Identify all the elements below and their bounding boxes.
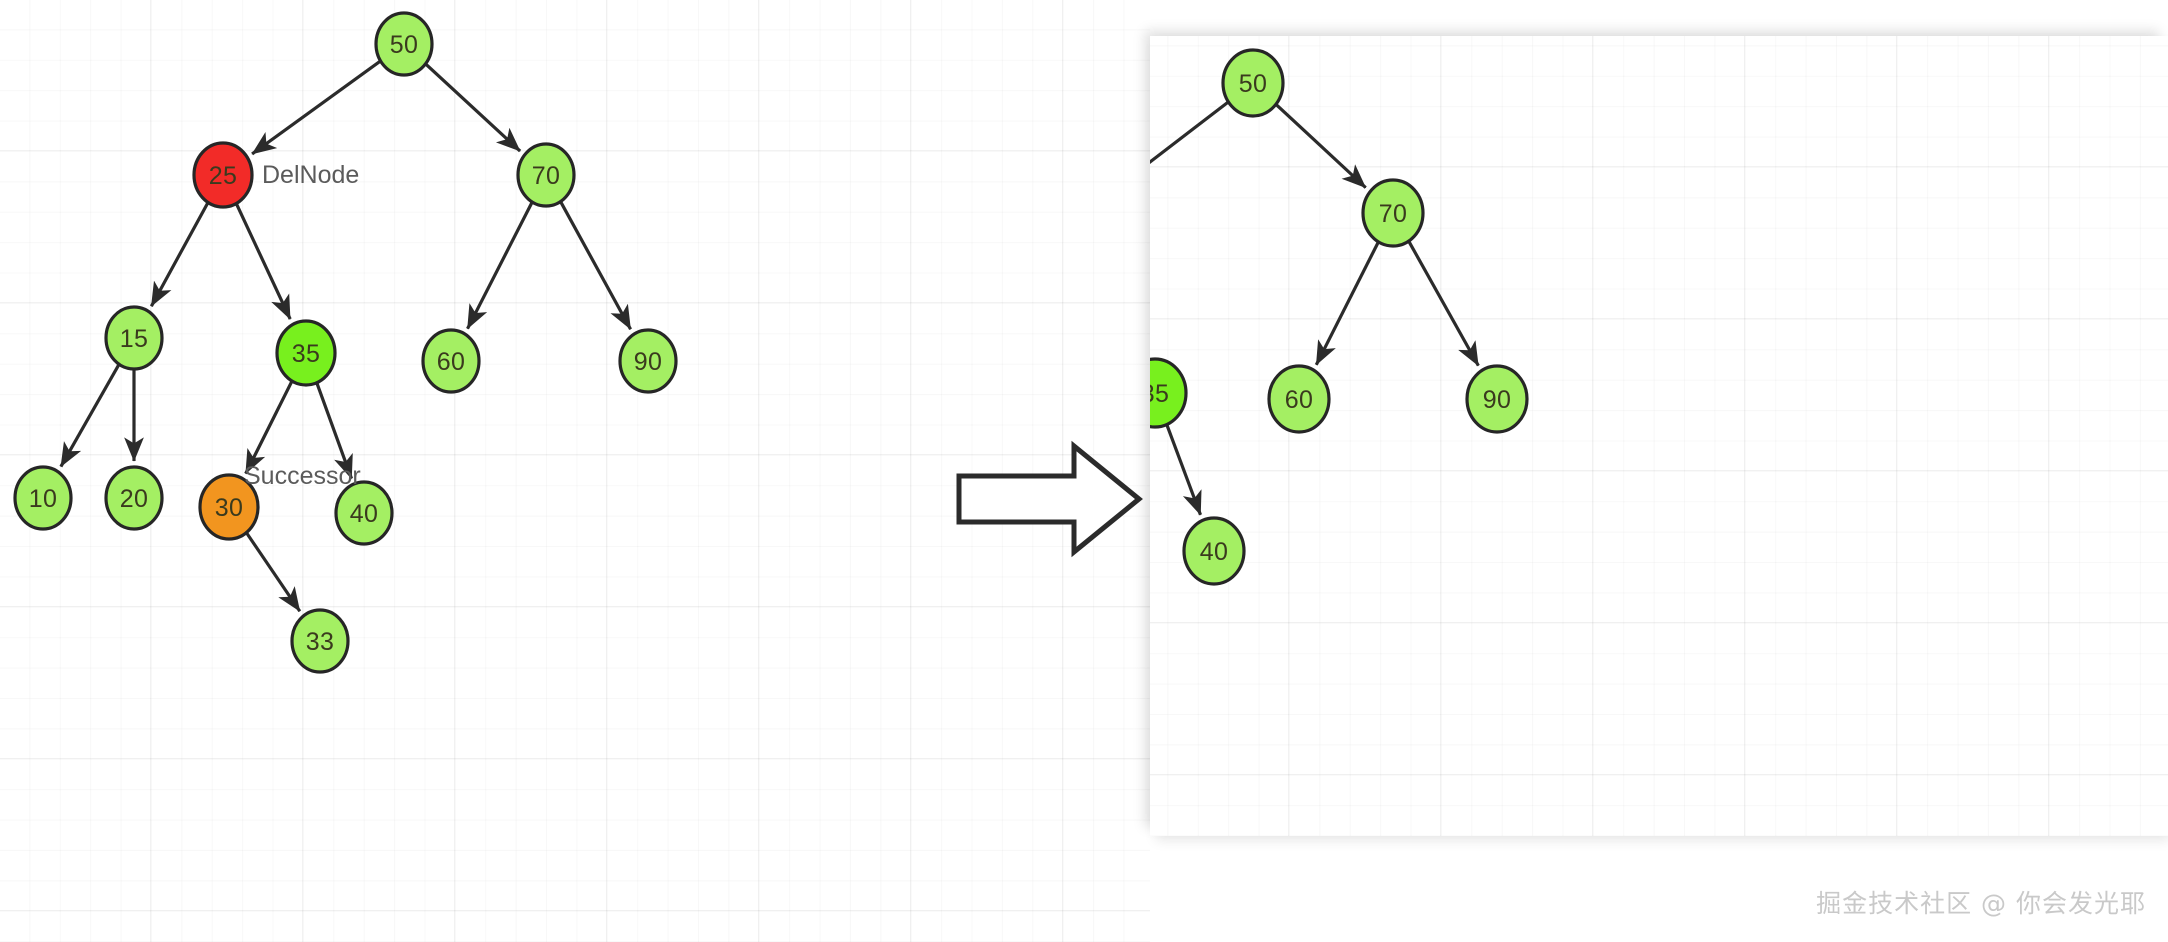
node-shape [618, 328, 678, 394]
tree-node-25[interactable]: 25 [192, 141, 254, 209]
grid-background-right [1150, 36, 2168, 836]
tree-node-60[interactable]: 60 [1267, 364, 1331, 434]
tree-node-35[interactable]: 35 [275, 319, 337, 387]
after-edge-group [1150, 99, 1480, 516]
node-value-label: 35 [292, 340, 320, 368]
after-tree-svg: 5030701535609010203340 [1150, 48, 1529, 586]
node-shape [421, 328, 481, 394]
node-shape [192, 141, 254, 209]
tree-node-70[interactable]: 70 [516, 142, 576, 208]
tree-edge [314, 380, 354, 480]
node-value-label: 90 [634, 348, 662, 376]
node-shape [104, 305, 164, 371]
node-value-label: 15 [120, 325, 148, 353]
after-node-group: 5030701535609010203340 [1150, 48, 1529, 586]
tree-node-20[interactable]: 20 [104, 465, 164, 531]
node-value-label: 70 [1379, 200, 1407, 228]
node-value-label: 30 [215, 494, 243, 522]
node-shape [516, 142, 576, 208]
tree-edge [234, 201, 292, 320]
after-tree-panel: 5030701535609010203340 [1150, 36, 2168, 836]
node-value-label: 40 [1200, 538, 1228, 566]
tree-node-90[interactable]: 90 [1465, 364, 1529, 434]
node-shape [1267, 364, 1331, 434]
annotation-successor: Successor [244, 462, 361, 490]
tree-node-10[interactable]: 10 [13, 465, 73, 531]
node-value-label: 20 [120, 485, 148, 513]
grid-background-left [0, 0, 1150, 942]
before-edge-group [59, 58, 632, 613]
transition-arrow [955, 440, 1145, 558]
node-shape [1465, 364, 1529, 434]
tree-edge [251, 58, 383, 156]
tree-node-60[interactable]: 60 [421, 328, 481, 394]
tree-edge [1150, 99, 1231, 165]
node-shape [1361, 178, 1425, 248]
node-shape [374, 11, 434, 77]
node-shape [13, 465, 73, 531]
tree-edge [558, 199, 632, 331]
tree-edge [1164, 422, 1203, 516]
tree-edge [423, 61, 522, 153]
node-shape [1150, 357, 1188, 429]
node-shape [290, 608, 350, 674]
tree-edge [1314, 239, 1381, 366]
node-value-label: 35 [1150, 380, 1169, 408]
tree-edge [59, 362, 122, 468]
node-value-label: 60 [1285, 386, 1313, 414]
tree-node-40[interactable]: 40 [334, 480, 394, 546]
node-shape [334, 480, 394, 546]
before-tree-svg: 50 25 70 15 35 60 90 10 20 30 40 33 DelNodeSuccesso… [13, 11, 678, 674]
tree-node-70[interactable]: 70 [1361, 178, 1425, 248]
tree-edge [149, 200, 211, 307]
tree-edge [1273, 102, 1367, 189]
tree-edge [244, 530, 302, 613]
node-value-label: 70 [532, 162, 560, 190]
tree-node-40[interactable]: 40 [1182, 516, 1246, 586]
tree-node-90[interactable]: 90 [618, 328, 678, 394]
before-node-group: 50 25 70 15 35 60 90 10 20 30 40 33 [13, 11, 678, 674]
tree-edge [466, 199, 535, 330]
watermark-text: 掘金技术社区 @ 你会发光耶 [1816, 889, 2146, 918]
tree-node-33[interactable]: 33 [290, 608, 350, 674]
node-value-label: 90 [1483, 386, 1511, 414]
node-value-label: 10 [29, 485, 57, 513]
node-shape [198, 473, 260, 541]
block-arrow-right-icon [956, 440, 1143, 558]
node-value-label: 60 [437, 348, 465, 376]
tree-node-35[interactable]: 35 [1150, 357, 1188, 429]
node-shape [1221, 48, 1285, 118]
tree-edge [1406, 239, 1480, 367]
tree-node-15[interactable]: 15 [104, 305, 164, 371]
tree-node-50[interactable]: 50 [374, 11, 434, 77]
tree-node-30[interactable]: 30 [198, 473, 260, 541]
node-value-label: 33 [306, 628, 334, 656]
node-value-label: 40 [350, 500, 378, 528]
node-shape [104, 465, 164, 531]
node-shape [275, 319, 337, 387]
node-value-label: 25 [209, 162, 237, 190]
annotation-delnode: DelNode [262, 161, 359, 189]
tree-edge [244, 378, 295, 475]
tree-node-50[interactable]: 50 [1221, 48, 1285, 118]
node-shape [1182, 516, 1246, 586]
node-value-label: 50 [390, 31, 418, 59]
node-value-label: 50 [1239, 70, 1267, 98]
